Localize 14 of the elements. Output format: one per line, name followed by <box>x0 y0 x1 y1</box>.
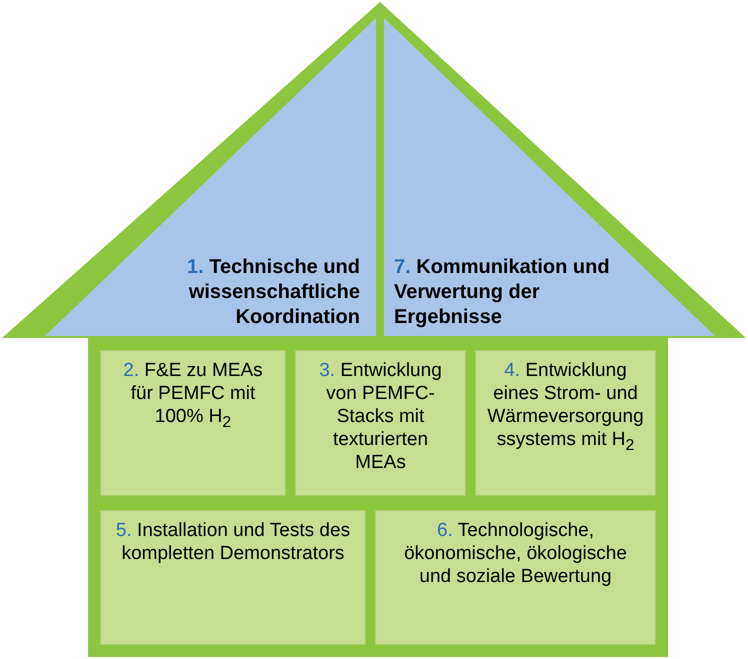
work-package-text: 4. Entwicklung eines Strom- und Wärmeversorgungssystems mit H$_{2}$ <box>486 359 645 456</box>
work-package-text: 6. Technologische, ökonomische, ökologische und soziale Bewertung <box>403 519 628 588</box>
roof-panel <box>384 18 715 336</box>
work-package-box <box>475 350 656 496</box>
work-package-text: 2. F&E zu MEAs für PEMFC mit 100% H$_{2}$ <box>122 359 264 433</box>
work-package-text: 3. Entwicklung von PEMFC-Stacks mit texturierten MEAs <box>318 359 443 474</box>
roof-heading: 7. Kommunikation und Verwertung der Ergebnisse <box>394 255 611 330</box>
work-package-box <box>100 350 286 496</box>
work-package-box <box>100 510 366 645</box>
work-package-text: 5. Installation und Tests des kompletten Demonstrators <box>114 519 352 565</box>
work-package-box <box>295 350 466 496</box>
roof-heading: 1. Technische und wissenschaftliche Koordination <box>186 255 360 330</box>
roof-panel <box>45 18 376 336</box>
work-package-box <box>375 510 656 645</box>
